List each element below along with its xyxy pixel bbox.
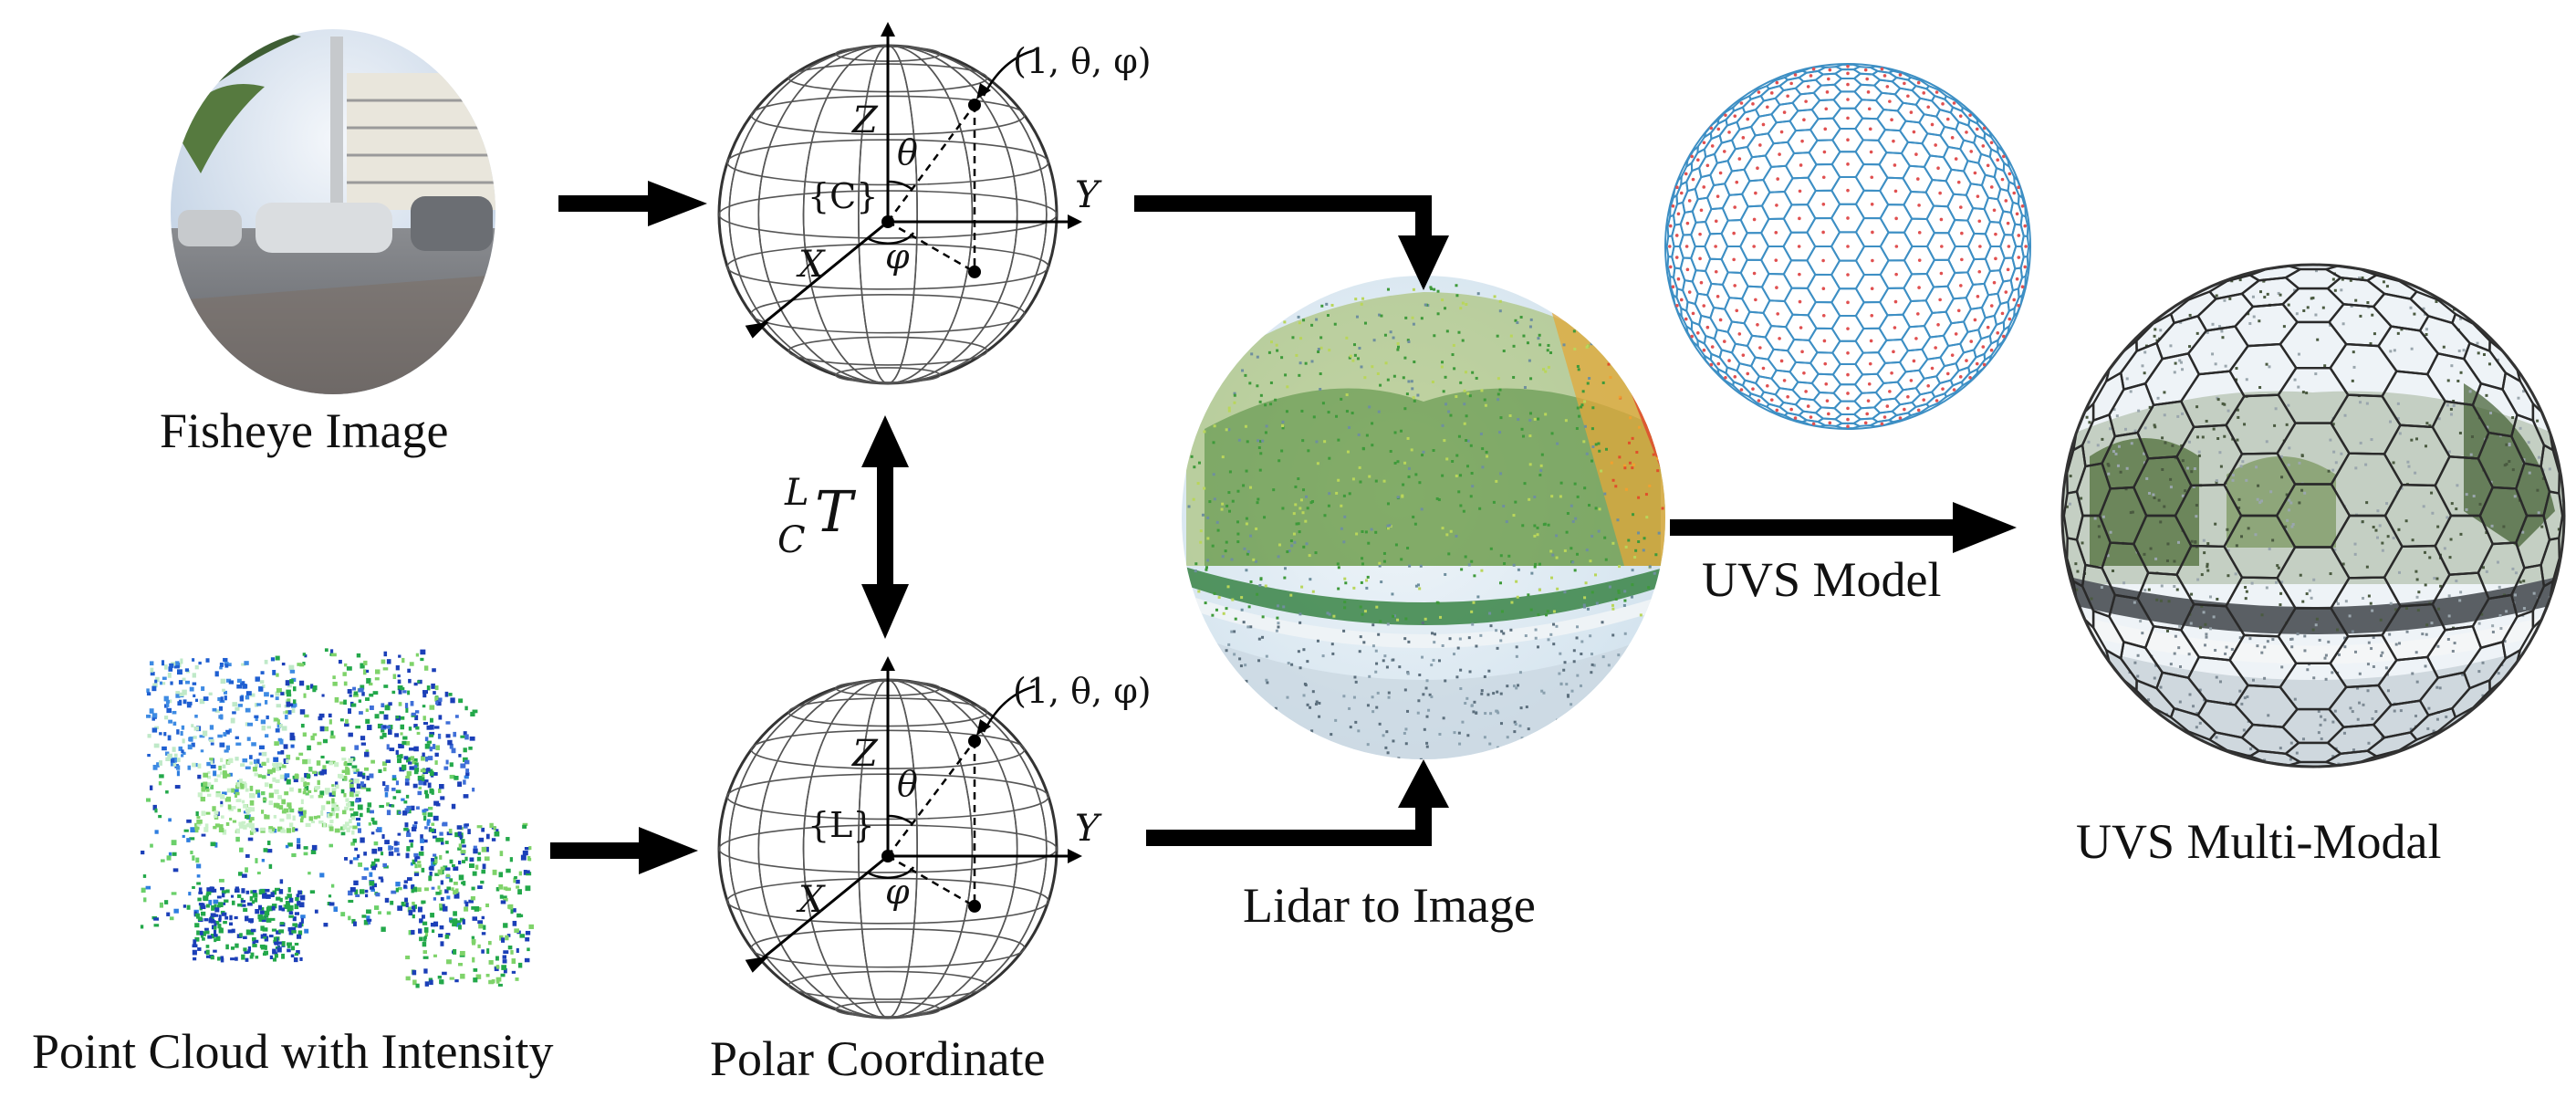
fisheye-image-caption: Fisheye Image <box>160 403 449 458</box>
uvs-multimodal-sphere <box>2060 263 2566 768</box>
polar-coordinate-caption: Polar Coordinate <box>710 1031 1046 1086</box>
fisheye-image <box>171 29 495 394</box>
uvs-multimodal-caption: UVS Multi-Modal <box>2076 814 2442 869</box>
transform-superscript: L <box>785 472 809 514</box>
axis-y-bottom: Y <box>1075 808 1100 850</box>
axis-z-top: Z <box>852 99 878 141</box>
arrow-pointcloud-to-sphere <box>550 827 698 874</box>
transform-main: T <box>815 478 853 545</box>
camera-polar-sphere <box>717 22 1082 385</box>
axis-z-bottom: Z <box>852 733 878 775</box>
arrow-fisheye-to-sphere <box>558 181 707 226</box>
lidar-polar-sphere <box>717 656 1082 1019</box>
axis-x-bottom: X <box>798 879 825 921</box>
uvs-model-caption: UVS Model <box>1702 552 1942 607</box>
theta-top: θ <box>897 132 918 172</box>
point-cloud-caption: Point Cloud with Intensity <box>32 1024 554 1079</box>
camera-frame-label: {C} <box>808 176 879 216</box>
phi-bottom: φ <box>885 872 910 912</box>
lidar-to-image-caption: Lidar to Image <box>1243 878 1536 933</box>
point-coord-bottom: (1, θ, φ) <box>1013 671 1152 711</box>
axis-y-top: Y <box>1075 174 1100 216</box>
point-coord-top: (1, θ, φ) <box>1013 41 1152 81</box>
arrow-lidar-to-fused <box>1146 759 1449 846</box>
point-cloud-image <box>140 648 535 988</box>
arrow-uvs-model <box>1670 502 2017 553</box>
arrow-transform-bidirectional <box>861 415 909 639</box>
axis-x-top: X <box>798 244 825 286</box>
uvs-model-sphere <box>1664 63 2031 430</box>
lidar-frame-label: {L} <box>808 805 875 845</box>
lidar-image-sphere <box>1182 276 1665 759</box>
transform-subscript: C <box>777 519 806 561</box>
phi-top: φ <box>885 236 910 277</box>
theta-bottom: θ <box>897 764 918 804</box>
arrow-camera-to-fused <box>1134 195 1449 290</box>
